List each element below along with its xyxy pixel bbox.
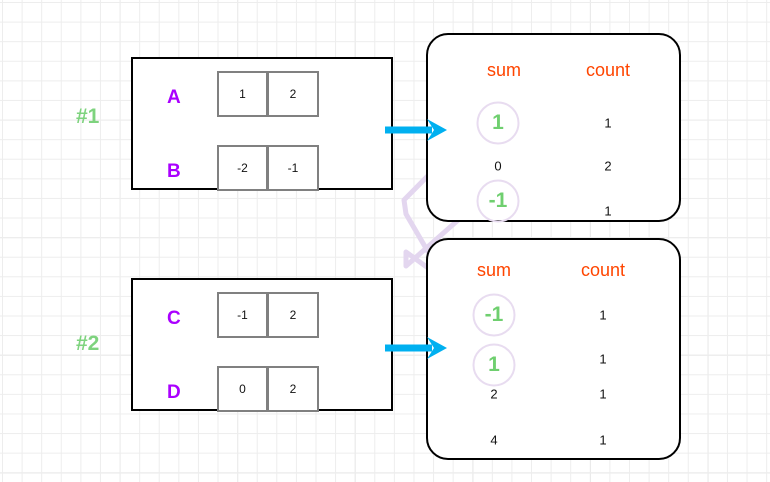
cell-b-0: -2 [217,145,268,191]
column-header-count-2: count [580,260,626,280]
sum-value-p2-r2: 2 [490,386,498,402]
count-value-p2-r3: 1 [599,432,607,448]
sum-value-p1-r2: -1 [488,189,508,212]
highlight-circle-p2-r0 [472,293,516,337]
cell-c-0: -1 [217,292,268,338]
sum-value-p1-r1: 0 [494,158,502,174]
highlight-circle-p1-r0 [476,101,520,145]
cell-d-1: 2 [268,366,319,412]
partition-box-2: C -1 2 D 0 2 [131,278,393,412]
sum-value-p1-r0: 1 [492,111,504,134]
cell-b-1: -1 [268,145,319,191]
cell-pair-b: -2 -1 [217,145,319,191]
count-value-p1-r1: 2 [604,158,612,174]
partition-box-1: A 1 2 B -2 -1 [131,57,393,191]
count-value-p1-r2: 1 [604,203,612,219]
highlight-circle-p2-r1 [472,343,516,387]
sum-value-p2-r3: 4 [490,432,498,448]
row-label-d: D [167,382,181,403]
sum-value-p2-r1: 1 [488,353,500,376]
cell-a-0: 1 [217,71,268,117]
count-value-p1-r0: 1 [604,115,612,131]
sum-value-p2-r0: -1 [484,303,504,326]
row-label-b: B [167,161,181,182]
cell-c-1: 2 [268,292,319,338]
row-label-a: A [167,87,181,108]
aggregate-panel-1: sum count 1 1 0 2 -1 1 [426,33,681,223]
cell-d-0: 0 [217,366,268,412]
column-header-count-1: count [585,60,631,80]
group-label-2: #2 [76,332,100,355]
column-header-sum-2: sum [476,260,512,280]
count-value-p2-r0: 1 [599,307,607,323]
aggregate-panel-2: sum count -1 1 1 1 2 1 4 1 [426,238,681,460]
column-header-sum-1: sum [486,60,522,80]
cell-pair-a: 1 2 [217,71,319,117]
highlight-circle-p1-r2 [476,179,520,223]
row-label-c: C [167,308,181,329]
count-value-p2-r1: 1 [599,351,607,367]
count-value-p2-r2: 1 [599,386,607,402]
cell-pair-c: -1 2 [217,292,319,338]
cell-a-1: 2 [268,71,319,117]
group-label-1: #1 [76,105,100,128]
cell-pair-d: 0 2 [217,366,319,412]
